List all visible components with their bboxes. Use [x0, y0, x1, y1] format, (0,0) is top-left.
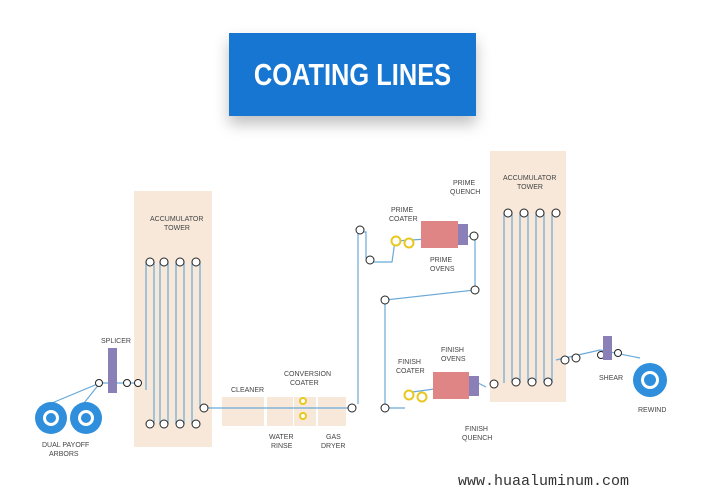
- water-rinse-label-1: WATER: [269, 434, 294, 441]
- prime-ovens-label-1: PRIME: [430, 257, 453, 264]
- prime-coater: [390, 235, 415, 249]
- water-rinse-label-2: RINSE: [271, 443, 293, 450]
- finish-coater: [403, 389, 428, 403]
- accumulator-right-label-2: TOWER: [517, 184, 543, 191]
- prime-quench: [458, 224, 468, 245]
- watermark: www.huaaluminum.com: [458, 473, 630, 490]
- accumulator-tower-left: [134, 191, 212, 447]
- accumulator-right-label-1: ACCUMULATOR: [503, 175, 556, 182]
- finish-quench-label-1: FINISH: [465, 426, 488, 433]
- prime-ovens-label-2: OVENS: [430, 266, 455, 273]
- strip-path: [39, 213, 641, 424]
- splicer: [108, 348, 117, 393]
- conversion-coater-rolls: [299, 397, 307, 420]
- conversion-coater-section: [294, 397, 316, 426]
- shear-label: SHEAR: [599, 375, 623, 382]
- conversion-coater-label-2: COATER: [290, 380, 319, 387]
- finish-ovens-label-1: FINISH: [441, 347, 464, 354]
- finish-ovens: [433, 372, 469, 399]
- finish-coater-label-1: FINISH: [398, 359, 421, 366]
- shear: [603, 336, 612, 360]
- prime-coater-label-2: COATER: [389, 216, 418, 223]
- finish-quench-label-2: QUENCH: [462, 435, 492, 442]
- gas-dryer-label-2: DRYER: [321, 443, 345, 450]
- accumulator-left-label-1: ACCUMULATOR: [150, 216, 203, 223]
- cleaner-section: [222, 397, 264, 426]
- conversion-coater-label-1: CONVERSION: [284, 371, 331, 378]
- prime-quench-label-1: PRIME: [453, 180, 476, 187]
- accumulator-left-label-2: TOWER: [164, 225, 190, 232]
- prime-ovens: [421, 221, 458, 248]
- water-rinse-section: [267, 397, 293, 426]
- gas-dryer-section: [318, 397, 346, 426]
- rollers: [95, 208, 622, 429]
- rewind-coil: [633, 363, 667, 397]
- dual-payoff-label-1: DUAL PAYOFF: [42, 442, 89, 449]
- prime-quench-label-2: QUENCH: [450, 189, 480, 196]
- banner-title: COATING LINES: [253, 56, 452, 92]
- finish-coater-label-2: COATER: [396, 368, 425, 375]
- prime-coater-label-1: PRIME: [391, 207, 414, 214]
- splicer-label: SPLICER: [101, 338, 131, 345]
- rewind-label: REWIND: [638, 407, 666, 414]
- dual-payoff-label-2: ARBORS: [49, 451, 79, 458]
- finish-quench: [469, 376, 479, 396]
- cleaner-label: CLEANER: [231, 387, 264, 394]
- gas-dryer-label-1: GAS: [326, 434, 341, 441]
- finish-ovens-label-2: OVENS: [441, 356, 466, 363]
- title-banner: COATING LINES: [229, 33, 476, 116]
- dual-payoff-arbors: [35, 402, 102, 434]
